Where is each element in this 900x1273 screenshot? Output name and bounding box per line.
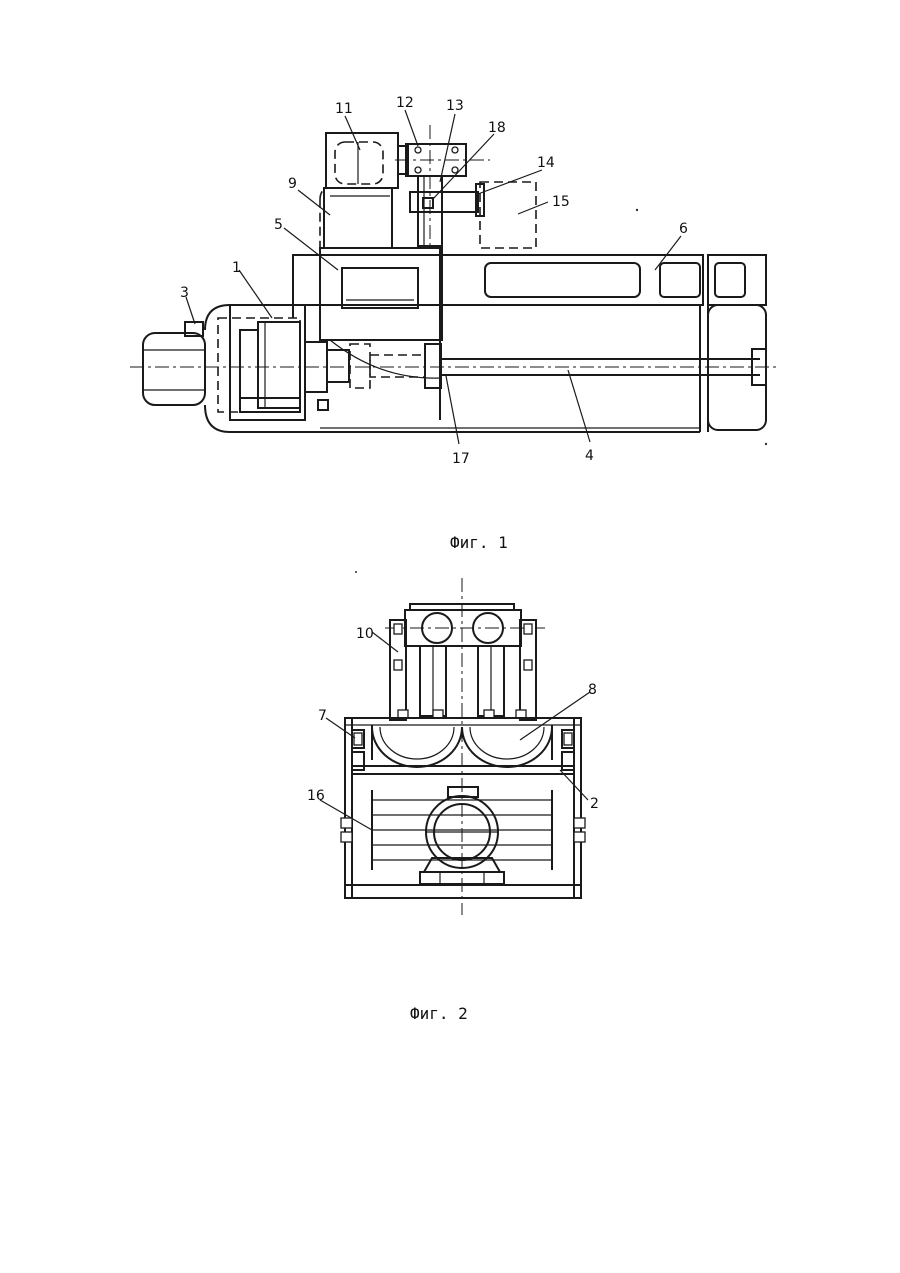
- fig2-label-16: 16: [307, 788, 325, 804]
- fig2-label-7: 7: [318, 708, 327, 724]
- fig1-label-17: 17: [452, 451, 470, 467]
- fig1-label-13: 13: [446, 98, 464, 114]
- fig1-label-1: 1: [232, 260, 241, 276]
- fig2-label-8: 8: [588, 682, 597, 698]
- coupling-17: [327, 340, 441, 388]
- fig2-label-2: 2: [590, 796, 599, 812]
- rail-2: [352, 766, 574, 774]
- fig2-label-10: 10: [356, 626, 374, 642]
- figure-2-caption: Фиг. 2: [410, 1004, 468, 1023]
- fig1-label-14: 14: [537, 155, 555, 171]
- gearbox-9: [320, 188, 392, 248]
- drive-assembly-10: [390, 604, 536, 720]
- speck: [765, 443, 767, 445]
- frame-6: [293, 255, 766, 432]
- fig1-label-5: 5: [274, 217, 283, 233]
- unit-15: [480, 182, 536, 248]
- fig1-label-18: 18: [488, 120, 506, 136]
- figure-1-side-view: 1 3 4 5 6 9 11 12 13 14 15 17 18 Фиг. 1: [130, 95, 780, 552]
- fig1-label-11: 11: [335, 101, 353, 117]
- motor-3: [143, 322, 205, 405]
- fig1-label-9: 9: [288, 176, 297, 192]
- bracket-14-18: [410, 184, 484, 216]
- speck: [355, 571, 357, 573]
- fig1-label-3: 3: [180, 285, 189, 301]
- chamber-5: [320, 248, 442, 420]
- speck: [636, 209, 638, 211]
- fig1-label-6: 6: [679, 221, 688, 237]
- fig1-label-4: 4: [585, 448, 594, 464]
- figure-1-caption: Фиг. 1: [450, 533, 508, 552]
- fig1-label-12: 12: [396, 95, 414, 111]
- figure-2-section-view: 10 8 7 2 16 Фиг. 2: [307, 578, 599, 1023]
- fig1-label-15: 15: [552, 194, 570, 210]
